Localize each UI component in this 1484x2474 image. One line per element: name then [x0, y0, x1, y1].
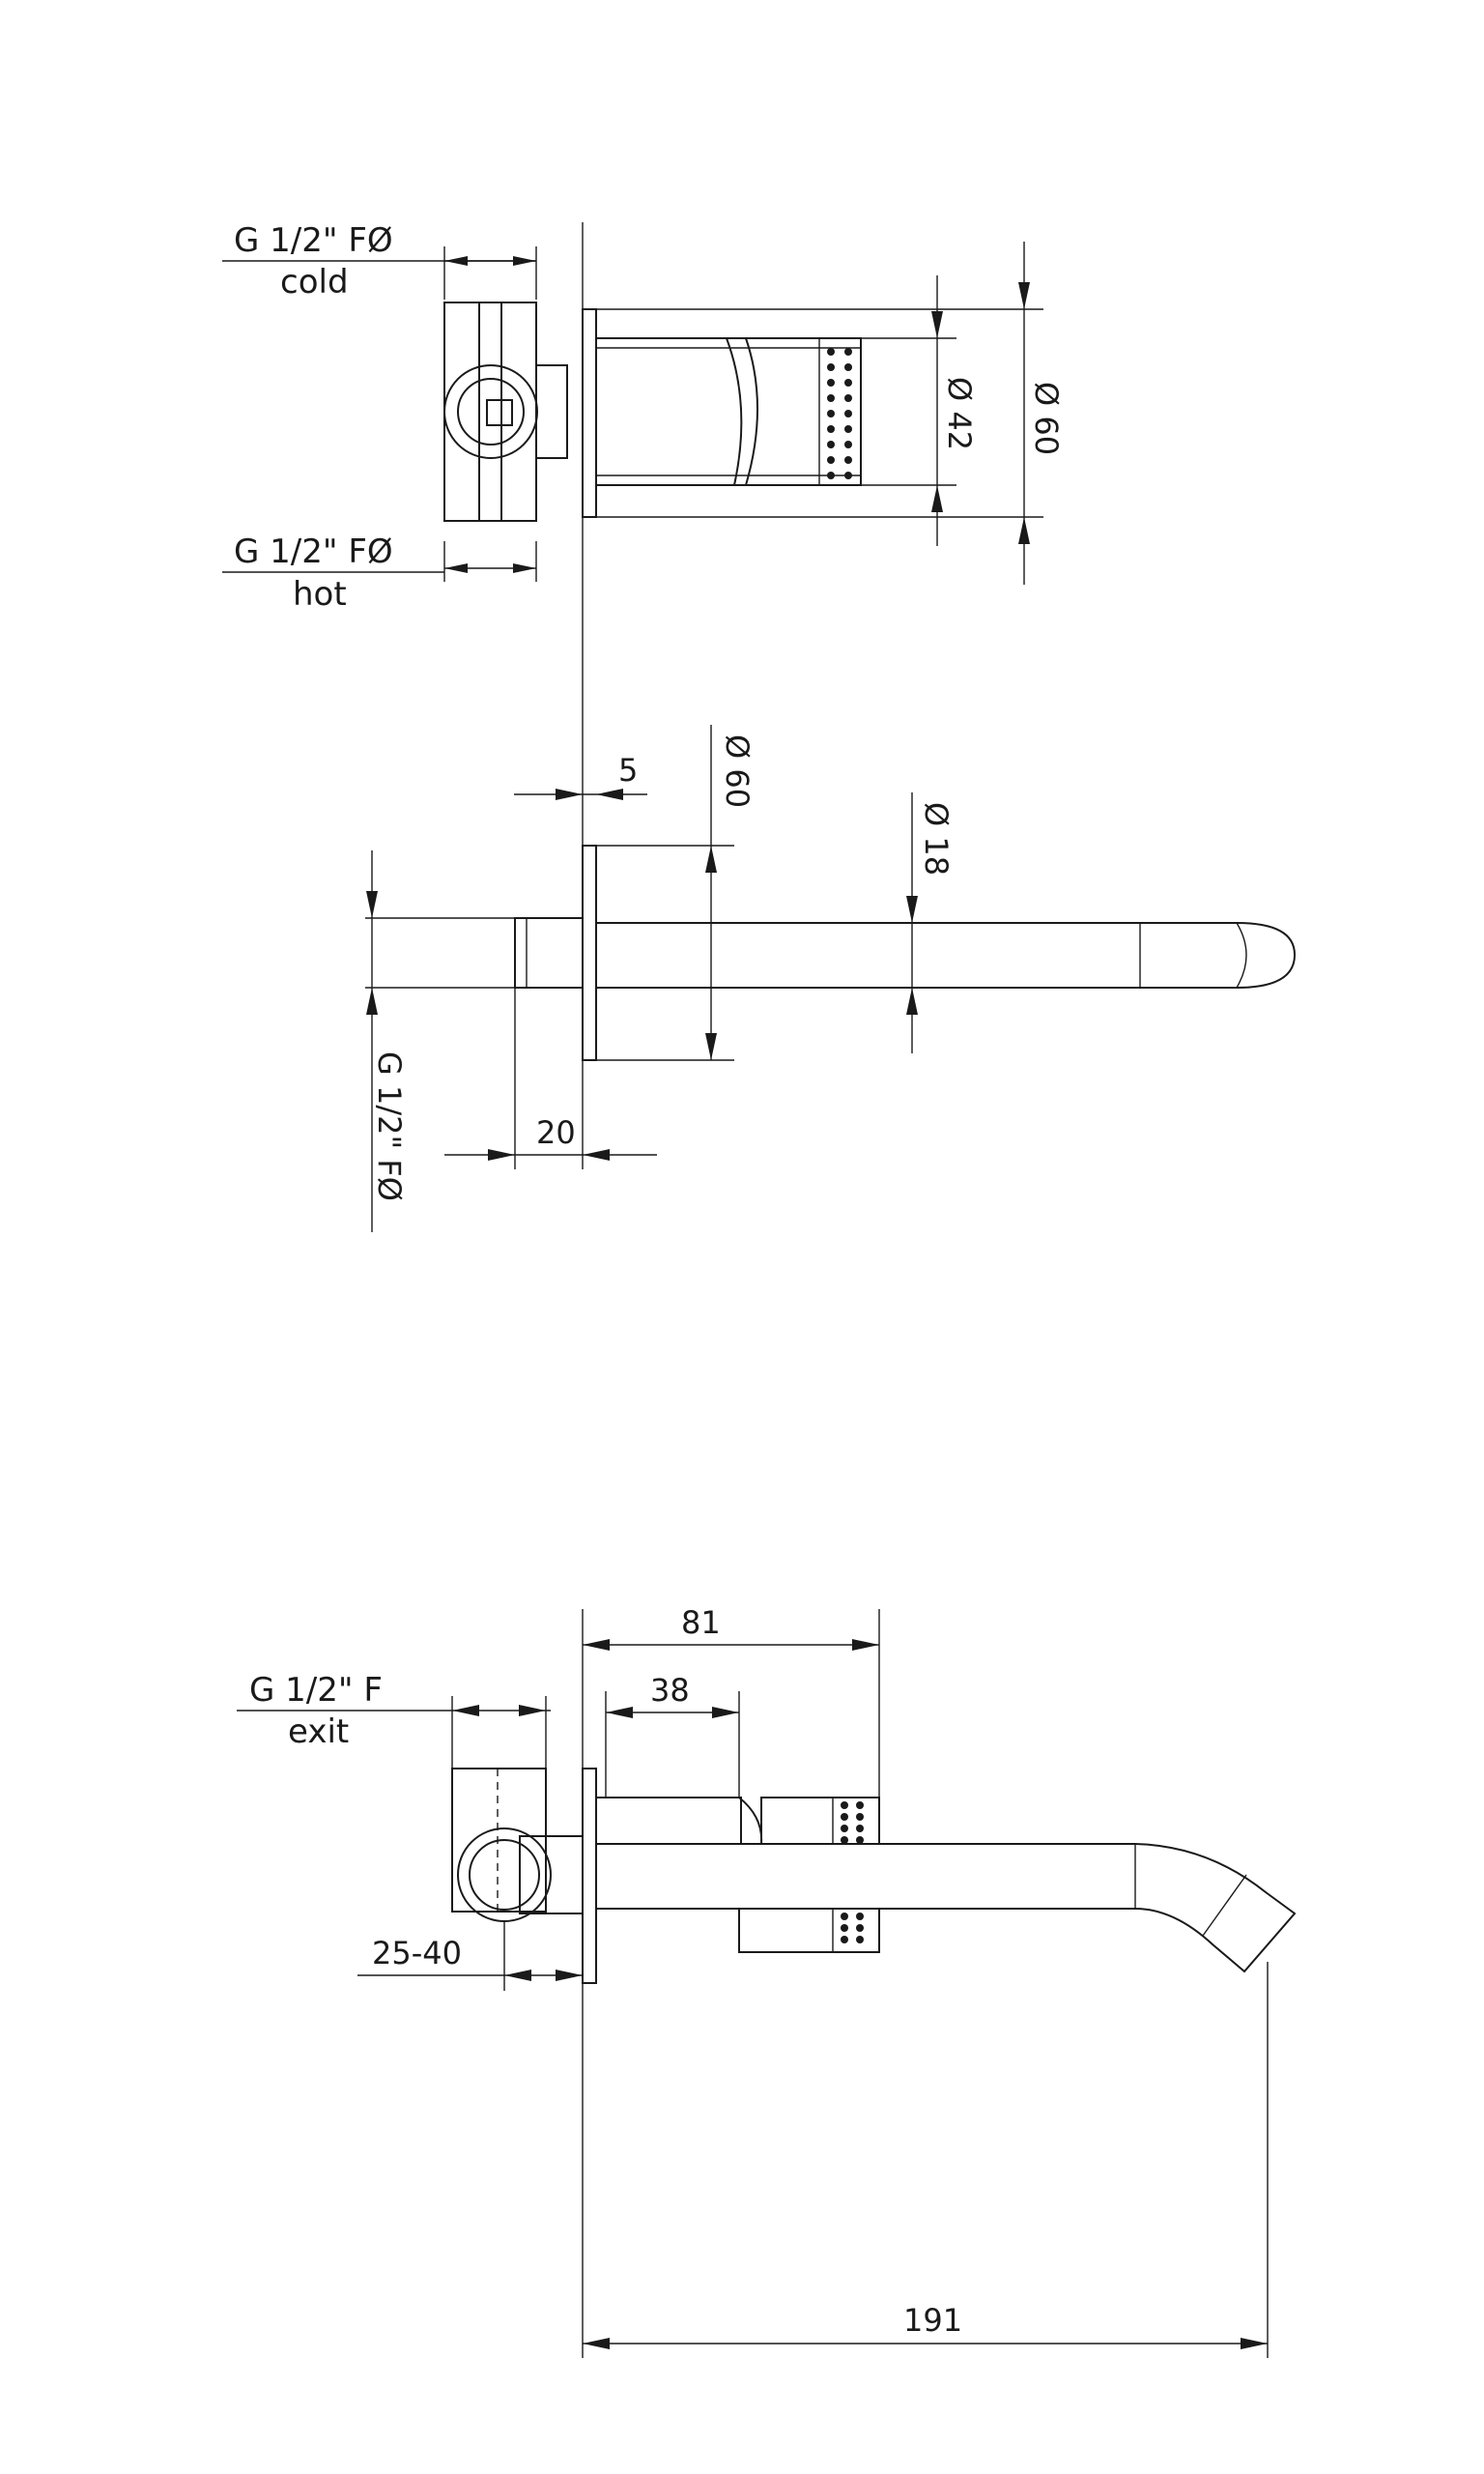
- bottom-knurl-dots-bottom: [841, 1913, 864, 1943]
- side-dia60-label: Ø 60: [719, 734, 756, 808]
- hot-label: hot: [293, 575, 347, 614]
- dim81-arrow-left: [583, 1639, 610, 1651]
- thread-arrow-bottom: [366, 988, 378, 1015]
- side-dia60-arrow-bottom: [705, 1033, 717, 1060]
- spout-tip-curve: [1236, 922, 1247, 989]
- bottom-handle-lever: [738, 1797, 763, 1845]
- side-view: 5 Ø 60 Ø 18 G 1/2" FØ 2: [365, 725, 1297, 1232]
- plate-thickness-label: 5: [618, 752, 638, 789]
- depth-arrow-left: [488, 1149, 515, 1161]
- knurl-dots: [827, 348, 852, 479]
- exit-arrow-left: [452, 1705, 479, 1716]
- dim81-arrow-right: [852, 1639, 879, 1651]
- side-dia60-arrow-top: [705, 846, 717, 873]
- total-arrow-left: [583, 2338, 610, 2349]
- bottom-knurl-dots-top: [841, 1801, 864, 1844]
- bottom-valve-ring-inner: [469, 1839, 540, 1911]
- thread-arrow-top: [366, 891, 378, 918]
- dia60-arrow-top: [1018, 282, 1030, 309]
- exit-thread-label: G 1/2" F: [249, 1671, 383, 1710]
- exit-label: exit: [288, 1712, 349, 1751]
- wall-depth-arrow-right: [556, 1970, 583, 1981]
- dia60-arrow-bottom: [1018, 517, 1030, 544]
- bottom-valve-body: [451, 1768, 547, 1913]
- bottom-plate: [582, 1768, 597, 1984]
- dia18-label: Ø 18: [918, 802, 955, 876]
- cold-label: cold: [280, 263, 349, 302]
- dia42-arrow-bottom: [931, 485, 943, 512]
- wall-depth-label: 25-40: [372, 1935, 462, 1971]
- bottom-valve-ring-outer: [457, 1827, 552, 1922]
- plate-arrow-left: [556, 789, 583, 800]
- valve-stem: [535, 364, 568, 459]
- plate-arrow-right: [596, 789, 623, 800]
- valve-ring-outer: [443, 364, 538, 459]
- dim81-label: 81: [681, 1604, 721, 1641]
- bottom-handle-knurl-bottom: [738, 1908, 880, 1953]
- dia42-arrow-top: [931, 311, 943, 338]
- bottom-view: 81 38 G 1/2" F exit: [237, 1604, 1297, 2358]
- dim38-arrow-right: [712, 1707, 739, 1718]
- wall-depth-arrow-left: [504, 1970, 531, 1981]
- dia42-label: Ø 42: [941, 377, 978, 450]
- side-connector: [514, 917, 584, 989]
- side-spout: [596, 922, 1297, 989]
- handle-body: [595, 337, 862, 486]
- dia18-arrow-top: [906, 896, 918, 923]
- wall-plate: [582, 308, 597, 518]
- side-plate: [582, 845, 597, 1061]
- top-view: G 1/2" FØ cold Ø 42: [222, 221, 1065, 614]
- bottom-handle: [595, 1797, 742, 1845]
- depth-arrow-right: [583, 1149, 610, 1161]
- bottom-spout-tip-joint: [1202, 1874, 1247, 1937]
- dim38-arrow-left: [606, 1707, 633, 1718]
- valve-ring-inner: [457, 378, 525, 446]
- handle-lever: [726, 337, 758, 486]
- valve-crossbar: [478, 302, 502, 522]
- exit-arrow-right: [519, 1705, 546, 1716]
- total-length-label: 191: [903, 2302, 962, 2339]
- depth-label: 20: [536, 1114, 576, 1151]
- total-arrow-right: [1241, 2338, 1268, 2349]
- dia60-label: Ø 60: [1028, 382, 1065, 455]
- dia18-arrow-bottom: [906, 988, 918, 1015]
- dim38-label: 38: [650, 1672, 690, 1709]
- cold-thread-label: G 1/2" FØ: [234, 221, 393, 260]
- thread-vertical-label: G 1/2" FØ: [371, 1051, 408, 1201]
- bottom-spout: [596, 1843, 1297, 1973]
- valve-square: [486, 399, 513, 426]
- hot-thread-label: G 1/2" FØ: [234, 532, 393, 571]
